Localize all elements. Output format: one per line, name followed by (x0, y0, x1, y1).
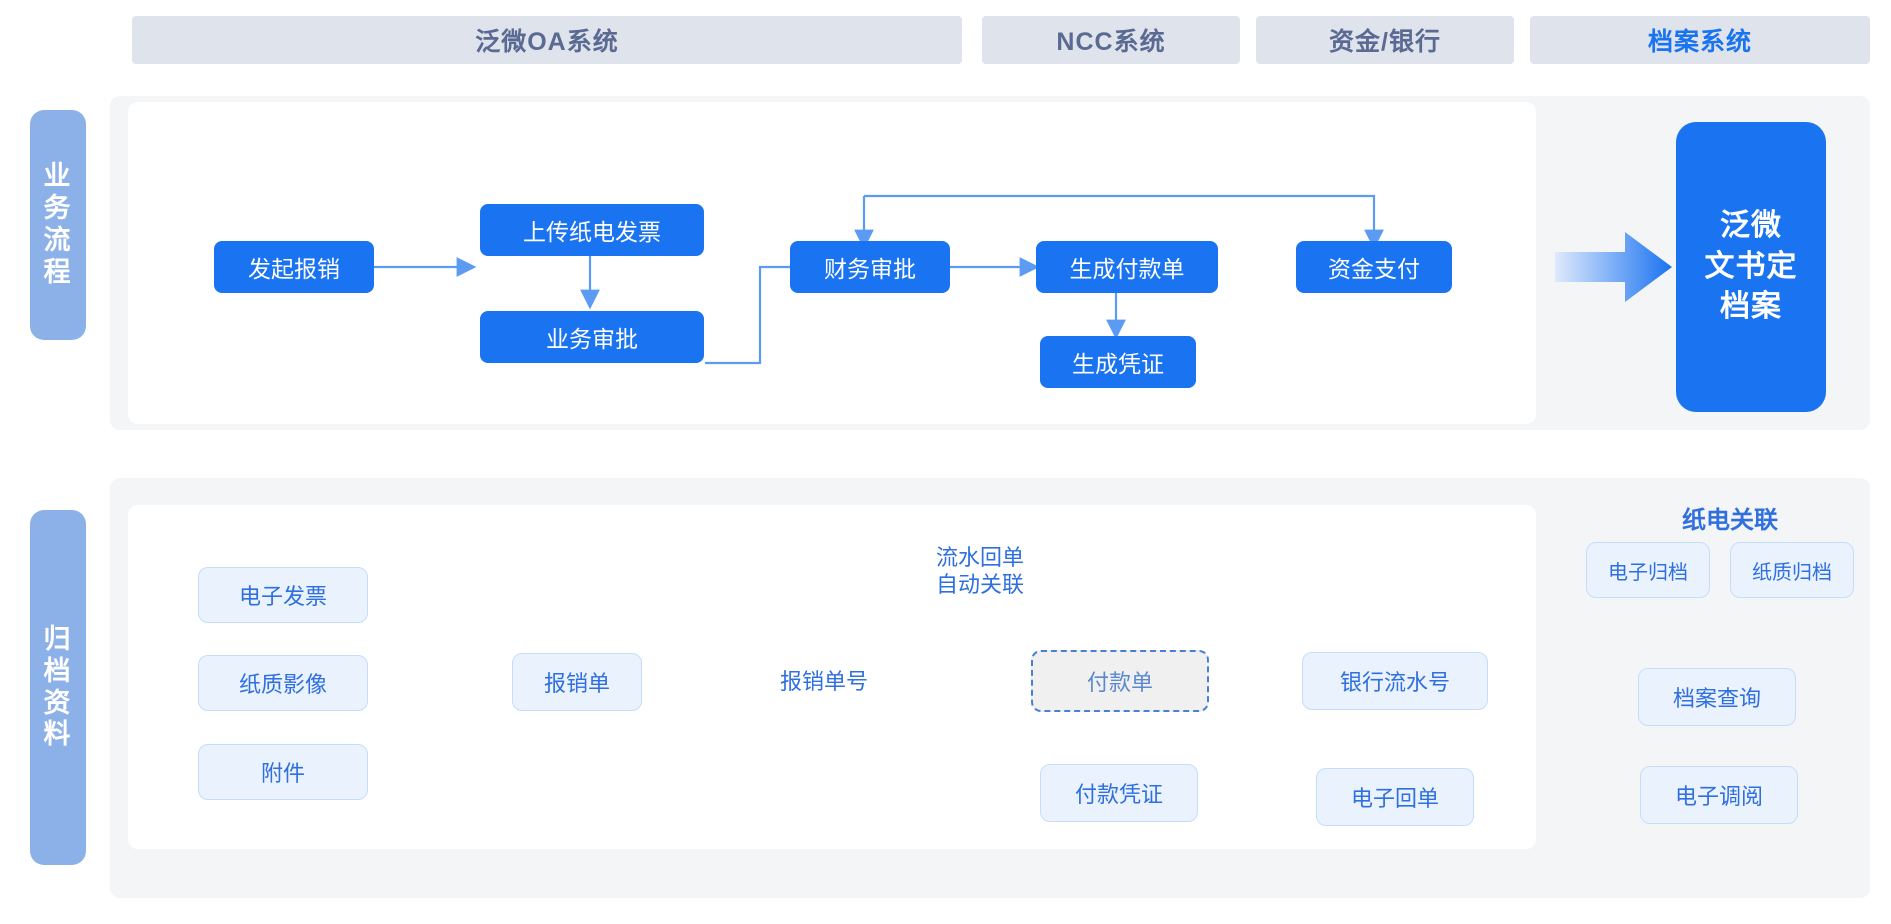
node-electronic-invoice[interactable]: 电子发票 (198, 567, 368, 623)
title-text: 纸电关联 (1682, 507, 1778, 534)
node-attachment[interactable]: 附件 (198, 744, 368, 800)
node-bank-serial-number[interactable]: 银行流水号 (1302, 652, 1488, 710)
title-paper-electronic-link: 纸电关联 (1620, 500, 1840, 535)
node-label: 上传纸电发票 (523, 219, 661, 245)
node-label: 电子发票 (238, 584, 327, 609)
node-upload-invoice[interactable]: 上传纸电发票 (480, 204, 704, 256)
rail-business-process: 业 务 流 程 (30, 110, 86, 340)
node-paper-archiving[interactable]: 纸质归档 (1730, 542, 1854, 598)
tab-fund-bank[interactable]: 资金/银行 (1256, 16, 1514, 64)
label-auto-link-receipt: 流水回单 自动关联 (870, 516, 1090, 599)
node-label: 生成付款单 (1069, 256, 1185, 282)
rail-archive-materials: 归 档 资 料 (30, 510, 86, 865)
rail-char: 流 (43, 225, 73, 255)
node-label: 生成凭证 (1072, 351, 1164, 377)
node-label: 纸质影像 (238, 672, 327, 697)
node-electronic-receipt[interactable]: 电子回单 (1316, 768, 1474, 826)
node-label: 档案查询 (1672, 686, 1761, 711)
node-business-approval[interactable]: 业务审批 (480, 311, 704, 363)
node-electronic-retrieval[interactable]: 电子调阅 (1640, 766, 1798, 824)
node-label: 电子调阅 (1674, 784, 1763, 809)
node-label: 电子回单 (1350, 786, 1439, 811)
node-label: 电子归档 (1608, 561, 1688, 584)
node-label: 附件 (260, 761, 305, 786)
tab-ncc-system[interactable]: NCC系统 (982, 16, 1240, 64)
rail-char: 程 (43, 256, 73, 287)
tab-archive-system[interactable]: 档案系统 (1530, 16, 1870, 64)
node-label: 纸质归档 (1752, 561, 1832, 584)
node-label-line: 文书定 (1704, 249, 1798, 283)
node-label: 付款凭证 (1074, 782, 1163, 807)
node-create-voucher[interactable]: 生成凭证 (1040, 336, 1196, 388)
label-expense-number: 报销单号 (724, 640, 924, 695)
node-create-payment-form[interactable]: 生成付款单 (1036, 241, 1218, 293)
node-label: 资金支付 (1328, 256, 1420, 282)
rail-char: 料 (43, 719, 73, 750)
tab-label: 资金/银行 (1329, 28, 1441, 56)
rail-char: 资 (43, 687, 73, 718)
rail-char: 务 (43, 193, 73, 224)
node-label: 发起报销 (248, 256, 340, 282)
rail-char: 归 (43, 623, 73, 654)
label-text: 流水回单 自动关联 (935, 544, 1024, 598)
node-fund-payment[interactable]: 资金支付 (1296, 241, 1452, 293)
tab-label: NCC系统 (1056, 28, 1166, 56)
node-payment-voucher[interactable]: 付款凭证 (1040, 764, 1198, 822)
node-label: 业务审批 (546, 326, 638, 352)
node-label: 银行流水号 (1339, 670, 1450, 695)
node-label-line: 档案 (1720, 290, 1782, 324)
node-initiate-reimbursement[interactable]: 发起报销 (214, 241, 374, 293)
node-weaver-document-archive[interactable]: 泛微 文书定 档案 (1676, 122, 1826, 412)
node-paper-image[interactable]: 纸质影像 (198, 655, 368, 711)
node-label: 付款单 (1086, 670, 1153, 695)
rail-char: 业 (43, 161, 73, 192)
node-label: 报销单 (543, 671, 610, 696)
node-label-line: 泛微 (1720, 209, 1782, 243)
node-finance-approval[interactable]: 财务审批 (790, 241, 950, 293)
tab-oa-system[interactable]: 泛微OA系统 (132, 16, 962, 64)
node-expense-form[interactable]: 报销单 (512, 653, 642, 711)
label-text: 报销单号 (779, 668, 868, 694)
tab-label: 泛微OA系统 (475, 28, 619, 56)
node-label: 财务审批 (824, 256, 916, 282)
tab-label: 档案系统 (1647, 28, 1752, 56)
node-payment-form[interactable]: 付款单 (1031, 650, 1209, 712)
rail-char: 档 (43, 655, 73, 686)
node-electronic-archiving[interactable]: 电子归档 (1586, 542, 1710, 598)
node-archive-query[interactable]: 档案查询 (1638, 668, 1796, 726)
